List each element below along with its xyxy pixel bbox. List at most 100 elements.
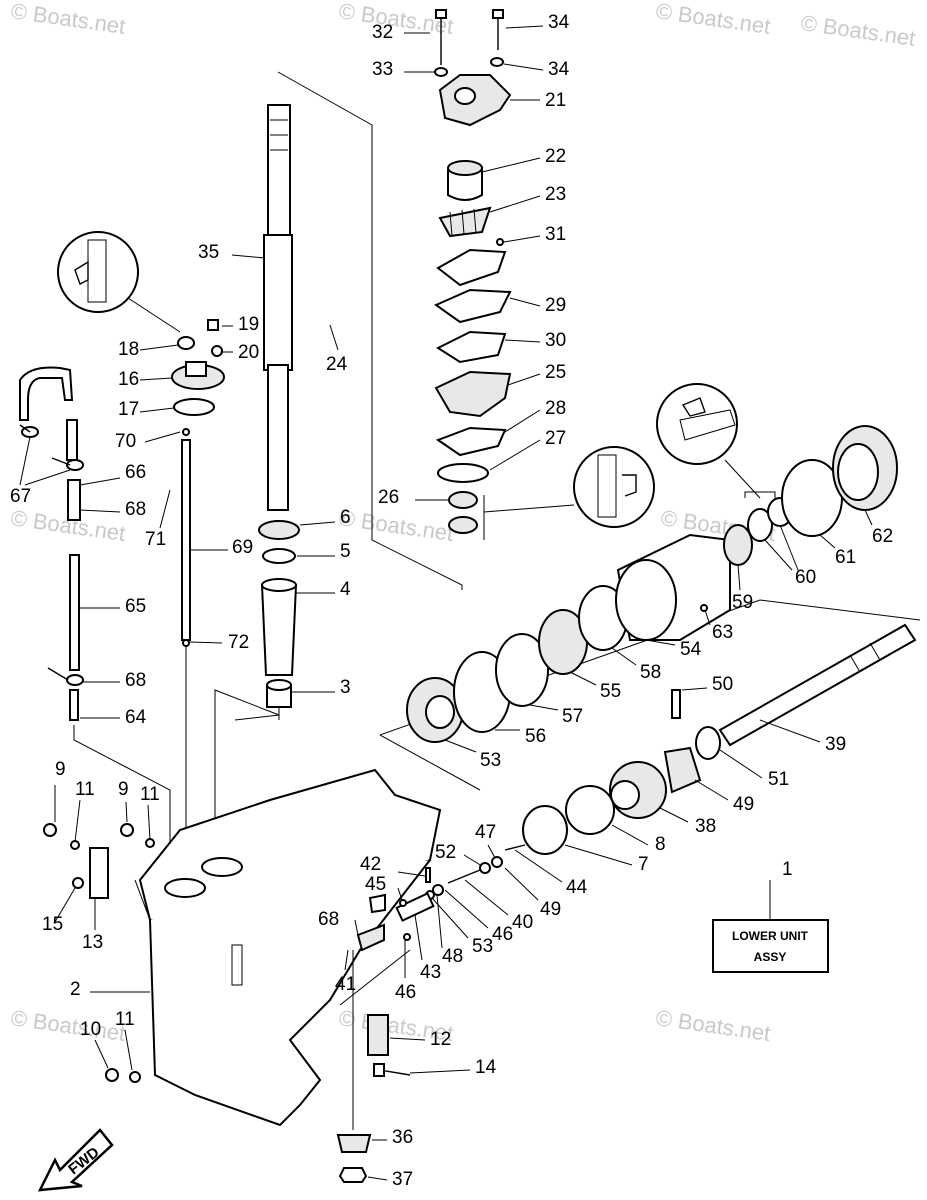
callout-label-49: 49 [540,899,561,920]
leader-line-51 [719,749,763,779]
callout-label-69: 69 [232,537,253,558]
propeller-shaft [718,623,917,747]
watermark-text: © Boats.net [337,0,455,39]
callout-label-10: 10 [80,1019,101,1040]
clutch-50 [663,746,702,794]
callout-label-58: 58 [640,662,661,683]
hose-upper [19,366,74,421]
callout-label-55: 55 [600,681,621,702]
leader-lines [19,25,873,1181]
leader-line-11 [74,799,81,843]
o-ring-28 [437,463,489,483]
callout-label-17: 17 [118,399,139,420]
forward-gear-group [406,425,898,743]
callout-label-20: 20 [238,342,259,363]
callout-label-7: 7 [638,854,649,875]
leader-line-17 [139,407,175,413]
callout-label-57: 57 [562,706,583,727]
callout-label-49: 49 [733,794,754,815]
callout-label-41: 41 [335,974,356,995]
callout-label-11: 11 [140,784,160,805]
callout-label-46: 46 [395,982,416,1003]
callout-label-52: 52 [435,842,456,863]
sleeve-part [260,584,298,676]
leader-line-12 [389,1037,426,1041]
leader-line-60 [764,539,793,571]
watermark-text: © Boats.net [799,10,917,51]
callout-label-59: 59 [732,592,753,613]
leader-line-43 [414,914,423,961]
watermark-text: © Boats.net [9,0,127,39]
leader-line-18 [139,344,179,351]
callout-label-31: 31 [545,224,566,245]
callout-label-22: 22 [545,146,566,167]
leader-line-14 [409,1069,471,1074]
callout-label-70: 70 [115,431,136,452]
leader-line-59 [737,564,741,591]
callout-label-37: 37 [392,1169,413,1190]
callout-label-33: 33 [372,59,393,80]
assembly-box-line1: LOWER UNIT [732,929,809,943]
ring-part [262,548,296,564]
hose-66 [69,554,80,671]
callout-label-21: 21 [545,90,566,111]
shim-58 [495,633,549,707]
leader-line-11 [147,804,151,841]
leader-line-57 [529,704,559,711]
leader-line-16 [139,377,173,381]
callout-label-60: 60 [795,567,816,588]
callout-label-28: 28 [545,398,566,419]
anode-12 [367,1014,389,1056]
leader-line-37 [367,1176,388,1181]
leader-line-60 [779,524,799,571]
driveshaft-group [214,71,463,880]
callout-label-30: 30 [545,330,566,351]
leader-line-52 [463,854,483,867]
callout-label-54: 54 [680,639,702,660]
propeller-shaft-group [356,599,921,952]
leader-line-40 [464,879,509,916]
leader-line-25 [507,373,541,386]
gear-case-body [149,859,431,1127]
leader-line-55 [569,671,597,686]
leader-line-44 [514,849,563,883]
callout-label-53: 53 [480,750,501,771]
callout-label-53: 53 [472,936,493,957]
watermark-text: © Boats.net [654,0,772,39]
leader-line-11 [124,1029,133,1071]
callout-label-62: 62 [872,526,893,547]
callout-label-13: 13 [82,932,103,953]
callout-label-68: 68 [125,670,146,691]
callout-label-4: 4 [340,579,351,600]
leader-line-72 [189,641,223,644]
leader-line-22 [481,157,541,173]
leader-line-49 [504,867,539,901]
callout-label-19: 19 [238,314,259,335]
callout-label-25: 25 [545,362,566,383]
callout-label-14: 14 [475,1057,497,1078]
leader-line-71 [159,489,171,529]
callout-label-11: 11 [75,779,95,800]
ring-7 [522,805,568,855]
gasket-29 [435,426,507,457]
leader-line-70 [144,431,181,443]
shift-rod [181,439,191,641]
leader-line-63 [704,609,711,626]
leader-line-6 [299,521,336,526]
drive-shaft-lower [267,364,289,511]
drive-shaft-mid [263,234,293,371]
shift-cam-42 [356,923,385,952]
lower-case-group [43,768,442,1183]
gasket-31 [435,330,507,364]
watermark-text: © Boats.net [337,505,455,546]
water-hose-group [19,366,171,880]
bearing-part [258,520,300,540]
impeller [438,206,492,238]
leader-line-15 [54,887,76,923]
callout-label-16: 16 [118,369,139,390]
leader-line-38 [659,807,689,823]
clip-69 [368,893,386,914]
leader-line-29 [509,297,541,307]
callout-label-36: 36 [392,1127,413,1148]
callout-label-61: 61 [835,547,856,568]
